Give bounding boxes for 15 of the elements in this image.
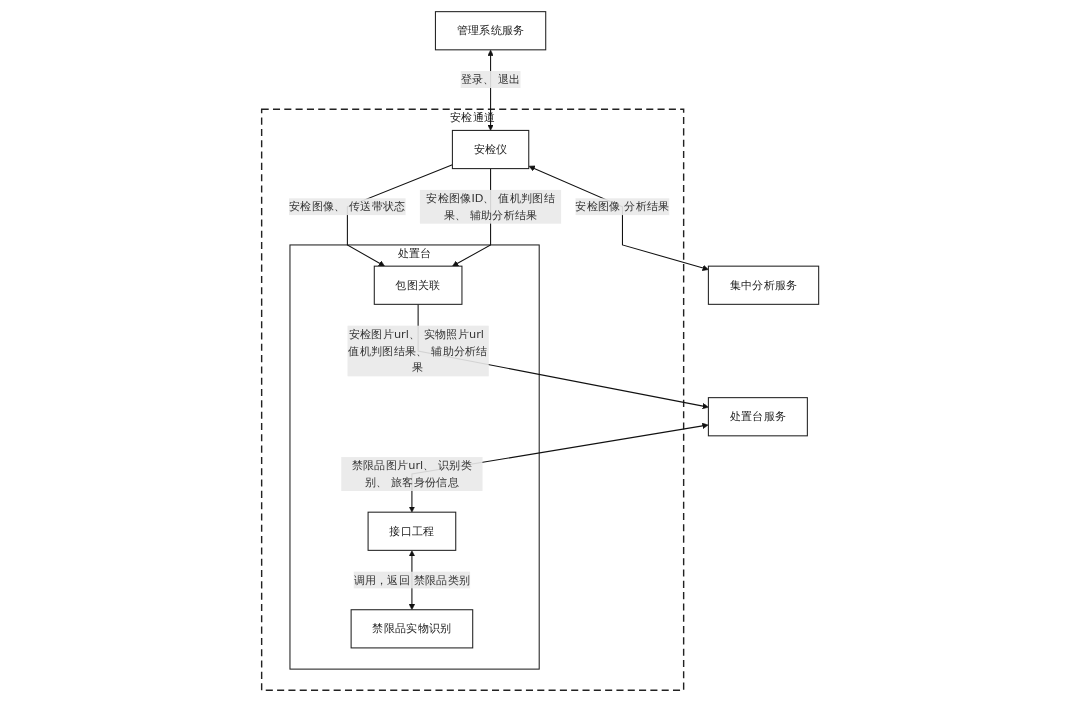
edge-label: 安检图像ID、 值机判图结果、 辅助分析结果 [426,190,555,222]
node-box: 处置台服务 [707,396,808,436]
edge-label: 安检图片url、 实物照片url 值机判图结果、 辅助分析结果 [348,326,488,374]
node-box: 集中分析服务 [707,265,820,305]
node-box: 接口工程 [367,511,457,551]
node-box: 包图关联 [373,265,463,305]
arrow [528,165,709,271]
edge-label: 禁限品图片url、 识别类别、 旅客身份信息 [351,457,472,489]
node-box: 安检仪 [451,129,530,169]
edge-label: 安检图像 分析结果 [575,199,670,213]
edge-label: 登录、 退出 [460,71,521,86]
node-box: 管理系统服务 [434,10,547,50]
edge-label: 调用，返回 禁限品类别 [353,572,471,586]
node-box: 禁限品实物识别 [350,608,474,648]
edge-label: 安检图像、 传送带状态 [288,199,406,213]
